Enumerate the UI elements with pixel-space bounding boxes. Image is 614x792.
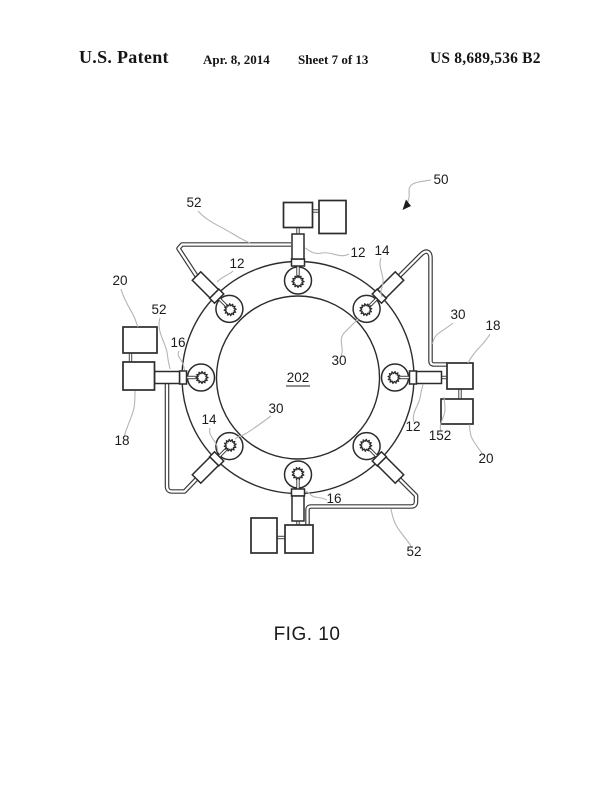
- ref-label-50: 50: [433, 172, 448, 187]
- external-boxes: [122, 199, 474, 554]
- patent-header-date: Apr. 8, 2014: [203, 52, 270, 67]
- arrowhead-50: [402, 199, 411, 210]
- box-bottom-inner: [284, 524, 314, 554]
- ref-label-152: 152: [429, 428, 452, 443]
- conduit-right: [400, 252, 448, 365]
- ref-label-18: 18: [114, 433, 129, 448]
- ref-label-30: 30: [450, 307, 465, 322]
- box-right-upper: [446, 362, 474, 390]
- injector-unit-se: [362, 441, 406, 486]
- ref-label-12: 12: [405, 419, 420, 434]
- box-left-lower: [122, 361, 156, 391]
- ref-label-20: 20: [112, 273, 127, 288]
- ref-label-14: 14: [374, 243, 390, 258]
- conduit-bottom-right: [308, 479, 417, 525]
- injector-unit-nw: [190, 269, 234, 314]
- ref-label-16: 16: [326, 491, 341, 506]
- ref-label-202: 202: [287, 370, 310, 385]
- ring-inner-circle: [215, 295, 381, 460]
- leader-lines: [120, 179, 491, 549]
- ref-label-14: 14: [201, 412, 217, 427]
- ref-label-20: 20: [478, 451, 493, 466]
- patent-header-title: U.S. Patent: [79, 47, 169, 67]
- ref-label-52: 52: [186, 195, 201, 210]
- box-right-lower: [440, 398, 474, 425]
- ref-labels: 50 52 12 12 14 20 52 16 30 202 30 18 18 14 30 12 152 20 16…: [112, 172, 500, 559]
- ref-label-30: 30: [331, 353, 346, 368]
- box-top-inner: [282, 201, 314, 229]
- box-top-outer: [318, 199, 347, 235]
- ref-label-16: 16: [170, 335, 185, 350]
- ref-label-18: 18: [485, 318, 500, 333]
- box-left-upper: [122, 326, 158, 354]
- ref-label-12: 12: [350, 245, 365, 260]
- box-bottom-outer: [250, 517, 278, 554]
- patent-header-sheet: Sheet 7 of 13: [298, 52, 369, 67]
- ref-label-30: 30: [268, 401, 283, 416]
- figure-caption: FIG. 10: [273, 624, 341, 645]
- patent-header-number: US 8,689,536 B2: [430, 50, 541, 67]
- ref-label-52: 52: [406, 544, 421, 559]
- ref-label-12: 12: [229, 256, 244, 271]
- ref-label-52: 52: [151, 302, 166, 317]
